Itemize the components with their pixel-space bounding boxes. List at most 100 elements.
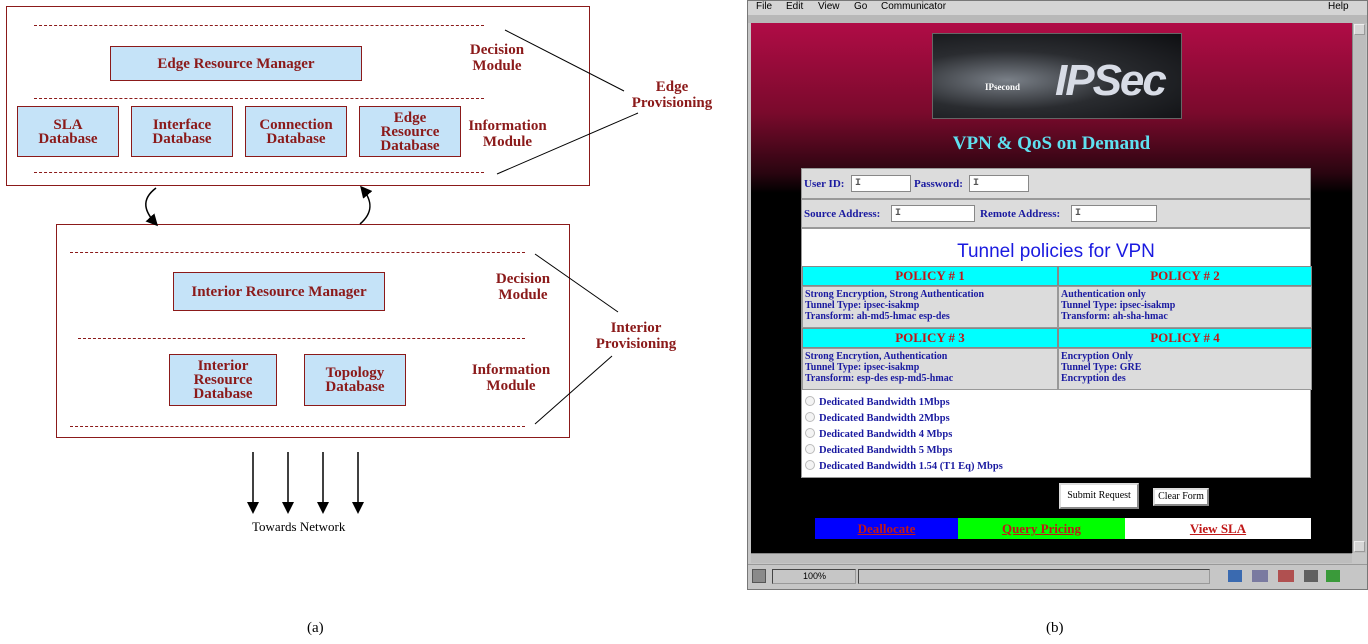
policy-3-details[interactable]: Strong Encrytion, Authentication Tunnel … bbox=[802, 348, 1058, 390]
policy-4-header: POLICY # 4 bbox=[1058, 328, 1312, 348]
interior-resource-database-box: Interior Resource Database bbox=[169, 354, 277, 406]
deallocate-link[interactable]: Deallocate bbox=[815, 518, 958, 539]
edge-divider-top bbox=[34, 25, 484, 26]
view-sla-link[interactable]: View SLA bbox=[1125, 518, 1311, 539]
edge-resource-manager-label: Edge Resource Manager bbox=[157, 55, 315, 72]
navigator-icon[interactable] bbox=[1228, 570, 1242, 582]
edge-resource-manager-box: Edge Resource Manager bbox=[110, 46, 362, 81]
policy-4-line-2: Tunnel Type: GRE bbox=[1061, 362, 1142, 373]
user-id-input[interactable]: I bbox=[851, 175, 911, 192]
bandwidth-option-5[interactable]: Dedicated Bandwidth 1.54 (T1 Eq) Mbps bbox=[805, 460, 1003, 472]
radio-button[interactable] bbox=[805, 412, 815, 422]
bandwidth-option-label: Dedicated Bandwidth 5 Mbps bbox=[819, 445, 953, 456]
sla-database-label: SLA Database bbox=[38, 116, 98, 147]
policy-3-header: POLICY # 3 bbox=[802, 328, 1058, 348]
source-address-input[interactable]: I bbox=[891, 205, 975, 222]
user-id-label: User ID: bbox=[804, 178, 845, 190]
topology-database-box: Topology Database bbox=[304, 354, 406, 406]
policy-2-line-3: Transform: ah-sha-hmac bbox=[1061, 311, 1168, 322]
edge-information-module-label: Information Module bbox=[468, 118, 547, 150]
login-row: User ID: I Password: I bbox=[801, 168, 1311, 199]
radio-button[interactable] bbox=[805, 444, 815, 454]
sla-database-box: SLA Database bbox=[17, 106, 119, 157]
menu-go[interactable]: Go bbox=[854, 1, 868, 12]
policy-2-details[interactable]: Authentication only Tunnel Type: ipsec-i… bbox=[1058, 286, 1312, 328]
policy-1-line-3: Transform: ah-md5-hmac esp-des bbox=[805, 311, 950, 322]
interior-divider-bottom bbox=[70, 426, 525, 427]
bandwidth-option-3[interactable]: Dedicated Bandwidth 4 Mbps bbox=[805, 428, 952, 440]
menu-communicator[interactable]: Communicator bbox=[881, 1, 947, 12]
edge-pointer-line-lower bbox=[496, 112, 639, 175]
policy-1-details[interactable]: Strong Encryption, Strong Authentication… bbox=[802, 286, 1058, 328]
bandwidth-option-2[interactable]: Dedicated Bandwidth 2Mbps bbox=[805, 412, 950, 424]
discussion-icon[interactable] bbox=[1278, 570, 1294, 582]
remote-address-label: Remote Address: bbox=[980, 208, 1061, 220]
interior-resource-manager-box: Interior Resource Manager bbox=[173, 272, 385, 311]
edge-resource-database-label: Edge Resource Database bbox=[380, 109, 440, 154]
edge-provisioning-frame bbox=[6, 6, 590, 186]
status-bar: 100% bbox=[748, 564, 1367, 589]
policy-3-line-3: Transform: esp-des esp-md5-hmac bbox=[805, 373, 954, 384]
status-message-field bbox=[858, 569, 1210, 584]
remote-address-input[interactable]: I bbox=[1071, 205, 1157, 222]
interior-pointer-line-lower bbox=[534, 355, 613, 425]
radio-button[interactable] bbox=[805, 428, 815, 438]
edge-provisioning-label: Edge Provisioning bbox=[631, 79, 713, 111]
ipsec-logo: IPsecond IPSec bbox=[932, 33, 1182, 119]
interior-provisioning-label: Interior Provisioning bbox=[595, 320, 677, 352]
security-lock-icon[interactable] bbox=[752, 569, 766, 583]
mail-icon[interactable] bbox=[1252, 570, 1268, 582]
check-icon[interactable] bbox=[1326, 570, 1340, 582]
interior-divider-middle bbox=[78, 338, 525, 339]
connection-database-box: Connection Database bbox=[245, 106, 347, 157]
composer-icon[interactable] bbox=[1304, 570, 1318, 582]
policy-3-line-2: Tunnel Type: ipsec-isakmp bbox=[805, 362, 920, 373]
horizontal-scrollbar[interactable] bbox=[751, 553, 1352, 563]
vertical-scrollbar[interactable] bbox=[1352, 23, 1366, 553]
policy-1-line-1: Strong Encryption, Strong Authentication bbox=[805, 289, 985, 300]
policy-4-line-3: Encryption des bbox=[1061, 373, 1126, 384]
bandwidth-option-4[interactable]: Dedicated Bandwidth 5 Mbps bbox=[805, 444, 952, 456]
interior-divider-top bbox=[70, 252, 525, 253]
scroll-down-arrow[interactable] bbox=[1354, 541, 1365, 552]
interface-database-label: Interface Database bbox=[152, 116, 212, 147]
menu-file[interactable]: File bbox=[756, 1, 773, 12]
browser-window: File Edit View Go Communicator Help IPse… bbox=[747, 0, 1368, 590]
policy-4-details[interactable]: Encryption Only Tunnel Type: GRE Encrypt… bbox=[1058, 348, 1312, 390]
bandwidth-option-label: Dedicated Bandwidth 4 Mbps bbox=[819, 429, 953, 440]
policy-1-line-2: Tunnel Type: ipsec-isakmp bbox=[805, 300, 920, 311]
interior-pointer-line-upper bbox=[534, 253, 619, 313]
edge-resource-database-box: Edge Resource Database bbox=[359, 106, 461, 157]
clear-form-button[interactable]: Clear Form bbox=[1153, 488, 1209, 506]
bandwidth-option-label: Dedicated Bandwidth 1Mbps bbox=[819, 397, 950, 408]
interior-provisioning-frame bbox=[56, 224, 570, 438]
zoom-level: 100% bbox=[803, 571, 827, 581]
radio-button[interactable] bbox=[805, 460, 815, 470]
scroll-up-arrow[interactable] bbox=[1354, 24, 1365, 35]
password-input[interactable]: I bbox=[969, 175, 1029, 192]
source-address-label: Source Address: bbox=[804, 208, 881, 220]
interior-resource-manager-label: Interior Resource Manager bbox=[191, 283, 367, 300]
query-pricing-link[interactable]: Query Pricing bbox=[958, 518, 1125, 539]
menu-help[interactable]: Help bbox=[1328, 1, 1349, 12]
component-bar-icons bbox=[1218, 570, 1358, 584]
edge-to-interior-arrow bbox=[145, 187, 159, 227]
menu-edit[interactable]: Edit bbox=[786, 1, 804, 12]
policy-1-header: POLICY # 1 bbox=[802, 266, 1058, 286]
page-content: IPsecond IPSec VPN & QoS on Demand User … bbox=[751, 23, 1352, 553]
caption-b: (b) bbox=[1046, 620, 1064, 636]
policy-4-line-1: Encryption Only bbox=[1061, 351, 1133, 362]
caption-a: (a) bbox=[307, 620, 324, 636]
radio-button[interactable] bbox=[805, 396, 815, 406]
policy-2-header: POLICY # 2 bbox=[1058, 266, 1312, 286]
interface-database-box: Interface Database bbox=[131, 106, 233, 157]
bandwidth-option-label: Dedicated Bandwidth 2Mbps bbox=[819, 413, 950, 424]
interior-resource-database-label: Interior Resource Database bbox=[193, 358, 253, 402]
interior-information-module-label: Information Module bbox=[471, 362, 551, 394]
vpn-qos-heading: VPN & QoS on Demand bbox=[952, 133, 1151, 154]
bandwidth-option-1[interactable]: Dedicated Bandwidth 1Mbps bbox=[805, 396, 950, 408]
submit-request-button[interactable]: Submit Request bbox=[1059, 483, 1139, 509]
edge-decision-module-label: Decision Module bbox=[469, 42, 525, 74]
menu-view[interactable]: View bbox=[818, 1, 840, 12]
topology-database-label: Topology Database bbox=[325, 365, 385, 395]
